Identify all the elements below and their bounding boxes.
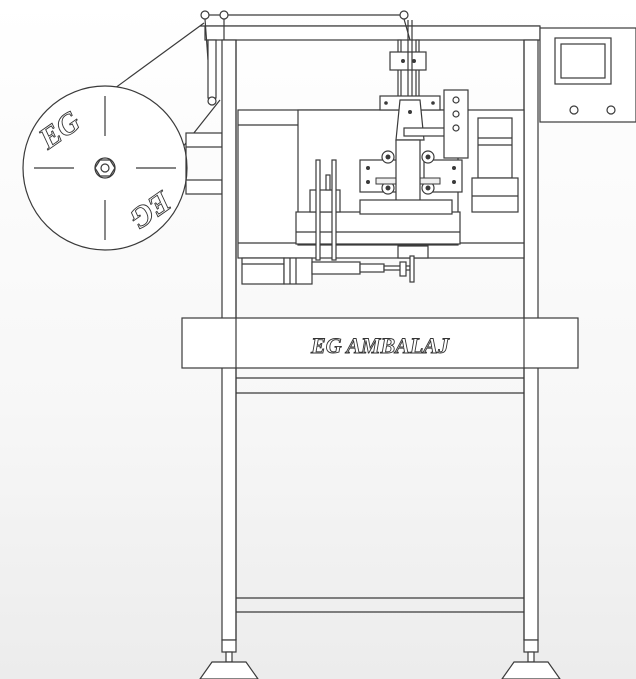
control-panel bbox=[539, 27, 636, 123]
brand-plate: EG AMBALAJ bbox=[181, 317, 579, 369]
sealing-module bbox=[237, 20, 525, 261]
actuator bbox=[241, 245, 429, 285]
panel-button-left bbox=[569, 105, 579, 115]
reel-shaft bbox=[185, 132, 223, 195]
top-rollers bbox=[200, 10, 541, 106]
panel-button-right bbox=[606, 105, 616, 115]
brand-plate-text: EG AMBALAJ bbox=[310, 333, 450, 358]
